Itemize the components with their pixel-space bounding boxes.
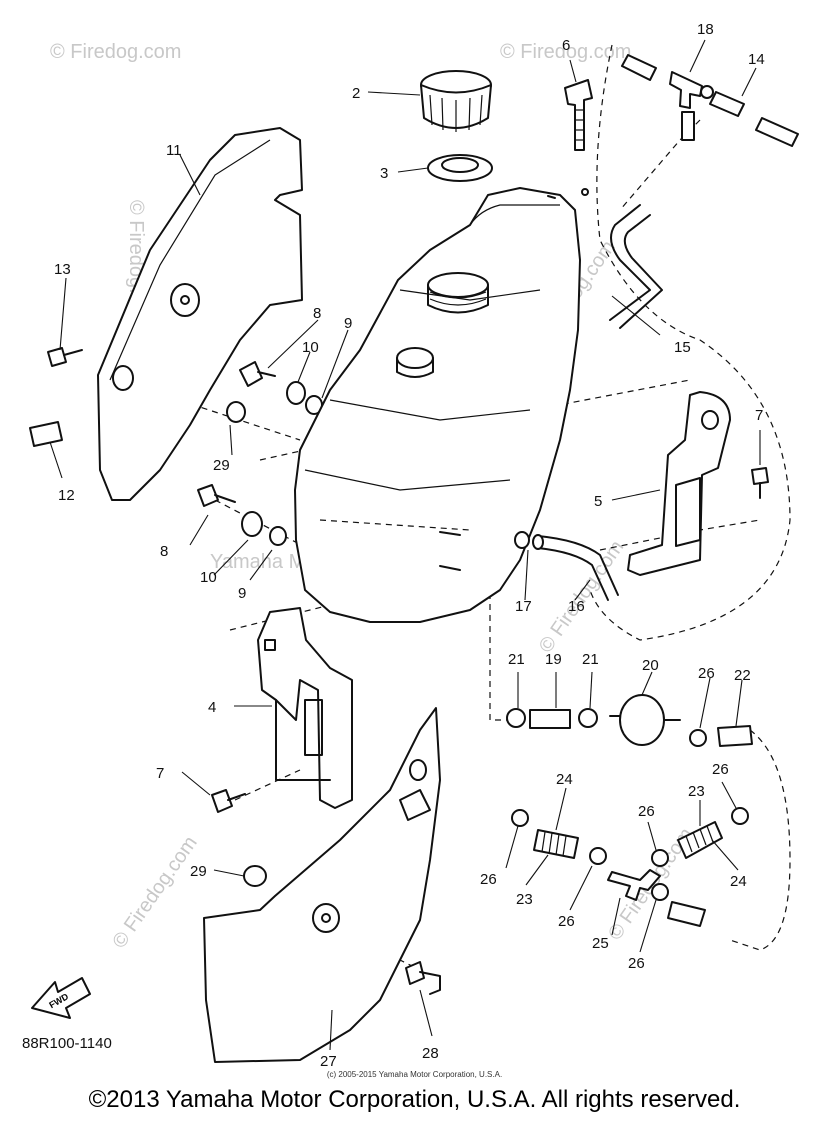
band-6 (564, 79, 593, 151)
leader-lines (49, 39, 761, 1051)
clamp-21-right (578, 708, 598, 728)
washer-29-upper (226, 401, 246, 423)
hose-23-24-right (677, 821, 723, 859)
fuel-hose-16 (532, 534, 619, 601)
callout-26-top: 26 (698, 665, 715, 682)
callout-numbers: 2 3 6 18 14 11 13 12 8 9 10 29 15 5 7 17… (54, 21, 765, 1070)
washer-10-upper (286, 381, 306, 405)
clamp-17 (514, 531, 530, 549)
callout-26-mid: 26 (638, 803, 655, 820)
callout-22: 22 (734, 667, 751, 684)
bolt-8-upper (239, 361, 276, 387)
callout-4: 4 (208, 699, 216, 716)
washer-29-lower (243, 865, 267, 887)
side-panel-lower (203, 707, 441, 1063)
callout-9-upper: 9 (344, 315, 352, 332)
fuel-cap-2 (420, 70, 492, 132)
forward-arrow: FWD (31, 977, 91, 1019)
callout-21-left: 21 (508, 651, 525, 668)
callout-13: 13 (54, 261, 71, 278)
callout-9-lower: 9 (238, 585, 246, 602)
watermark-right-lower: © Firedog.com (535, 537, 628, 657)
hose-23-24-left (533, 829, 579, 859)
clamp-21-left (506, 708, 526, 728)
callout-21-right: 21 (582, 651, 599, 668)
vent-hoses-14 (621, 54, 799, 147)
source-note: (c) 2005-2015 Yamaha Motor Corporation, … (326, 1070, 503, 1079)
copyright-footer: ©2013 Yamaha Motor Corporation, U.S.A. A… (88, 1086, 741, 1113)
bolt-7-lower (211, 789, 246, 813)
callout-17: 17 (515, 598, 532, 615)
bracket-5 (627, 391, 731, 576)
hose-22 (717, 725, 753, 747)
callout-26-left: 26 (480, 871, 497, 888)
callout-7-right: 7 (755, 407, 763, 424)
clamp-26-e (731, 807, 749, 825)
bolt-28 (405, 961, 441, 995)
watermark-top-left: © Firedog.com (50, 41, 181, 63)
callout-29-upper: 29 (213, 457, 230, 474)
fuel-tank (294, 187, 589, 623)
t-joint-18 (669, 71, 714, 109)
callout-18: 18 (697, 21, 714, 38)
grommet-9-lower (269, 526, 287, 546)
gasket-3 (427, 154, 493, 182)
clamp-26-c (589, 847, 607, 865)
callout-2: 2 (352, 85, 360, 102)
callout-23-right: 23 (688, 783, 705, 800)
callout-10-upper: 10 (302, 339, 319, 356)
callout-23-left: 23 (516, 891, 533, 908)
callout-6: 6 (562, 37, 570, 54)
bolt-8-lower (197, 484, 236, 507)
callout-8-lower: 8 (160, 543, 168, 560)
callout-24-right: 24 (730, 873, 747, 890)
clip-12 (29, 421, 63, 447)
callout-27: 27 (320, 1053, 337, 1070)
watermark-left-lower: © Firedog.com (108, 832, 201, 952)
watermark-top-right: © Firedog.com (500, 41, 631, 63)
bracket-4 (257, 607, 353, 809)
hose-lower (667, 901, 706, 927)
callout-7-lower: 7 (156, 765, 164, 782)
fuel-line-assembly (506, 694, 753, 927)
callout-26-lower-left: 26 (558, 913, 575, 930)
callout-19: 19 (545, 651, 562, 668)
callout-5: 5 (594, 493, 602, 510)
callout-26-right: 26 (712, 761, 729, 778)
washer-10-lower (241, 511, 263, 537)
hose-19 (529, 709, 571, 729)
callout-12: 12 (58, 487, 75, 504)
callout-25: 25 (592, 935, 609, 952)
callout-15: 15 (674, 339, 691, 356)
callout-29-lower: 29 (190, 863, 207, 880)
callout-26-bottom: 26 (628, 955, 645, 972)
bolt-7-right (751, 467, 769, 499)
callout-20: 20 (642, 657, 659, 674)
joint-25 (607, 869, 661, 901)
callout-11: 11 (166, 142, 182, 159)
callout-14: 14 (748, 51, 765, 68)
callout-10-lower: 10 (200, 569, 217, 586)
part-code: 88R100-1140 (22, 1035, 112, 1052)
vent-hose-15 (609, 204, 663, 329)
clamp-26-a (689, 729, 707, 747)
fuel-filter-20 (609, 694, 681, 746)
callout-3: 3 (380, 165, 388, 182)
clamp-26-f (651, 883, 669, 901)
bolt-13 (47, 347, 83, 367)
clamp-26-d (651, 849, 669, 867)
side-panel-left (97, 127, 303, 501)
clamp-26-b (511, 809, 529, 827)
callout-8-upper: 8 (313, 305, 321, 322)
callout-16: 16 (568, 598, 585, 615)
callout-28: 28 (422, 1045, 439, 1062)
callout-24-left: 24 (556, 771, 573, 788)
